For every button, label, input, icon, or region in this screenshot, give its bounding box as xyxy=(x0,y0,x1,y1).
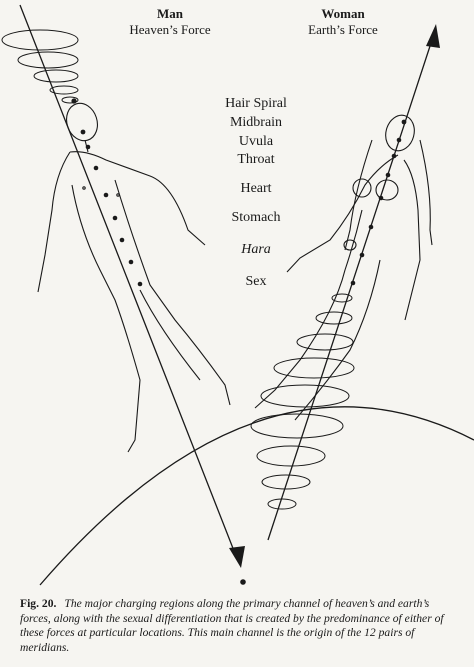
ground-point xyxy=(240,579,246,585)
man-title: Man xyxy=(157,6,183,21)
earth-spiral-coils xyxy=(250,293,355,510)
woman-title: Woman xyxy=(321,6,365,21)
caption-text: The major charging regions along the pri… xyxy=(20,597,444,654)
hair-spiral-coils xyxy=(1,29,79,104)
label-hair-spiral: Hair Spiral xyxy=(225,96,287,111)
figure-caption: Fig. 20.The major charging regions along… xyxy=(20,597,460,655)
label-uvula: Uvula xyxy=(238,134,274,149)
heaven-channel-line xyxy=(19,4,237,557)
label-throat: Throat xyxy=(237,152,275,167)
man-subtitle: Heaven’s Force xyxy=(129,22,211,37)
figure-number: Fig. 20. xyxy=(20,597,57,610)
label-sex: Sex xyxy=(245,274,267,289)
label-heart: Heart xyxy=(240,181,272,196)
earth-arc xyxy=(39,406,474,586)
man-channel-points xyxy=(71,98,143,287)
woman-channel-points xyxy=(350,119,407,286)
woman-subtitle: Earth’s Force xyxy=(308,22,378,37)
label-stomach: Stomach xyxy=(231,210,281,225)
man-figure xyxy=(37,102,231,453)
label-midbrain: Midbrain xyxy=(229,115,283,130)
heaven-arrowhead xyxy=(229,546,245,568)
earth-arrowhead xyxy=(426,24,440,48)
label-hara: Hara xyxy=(241,242,271,257)
